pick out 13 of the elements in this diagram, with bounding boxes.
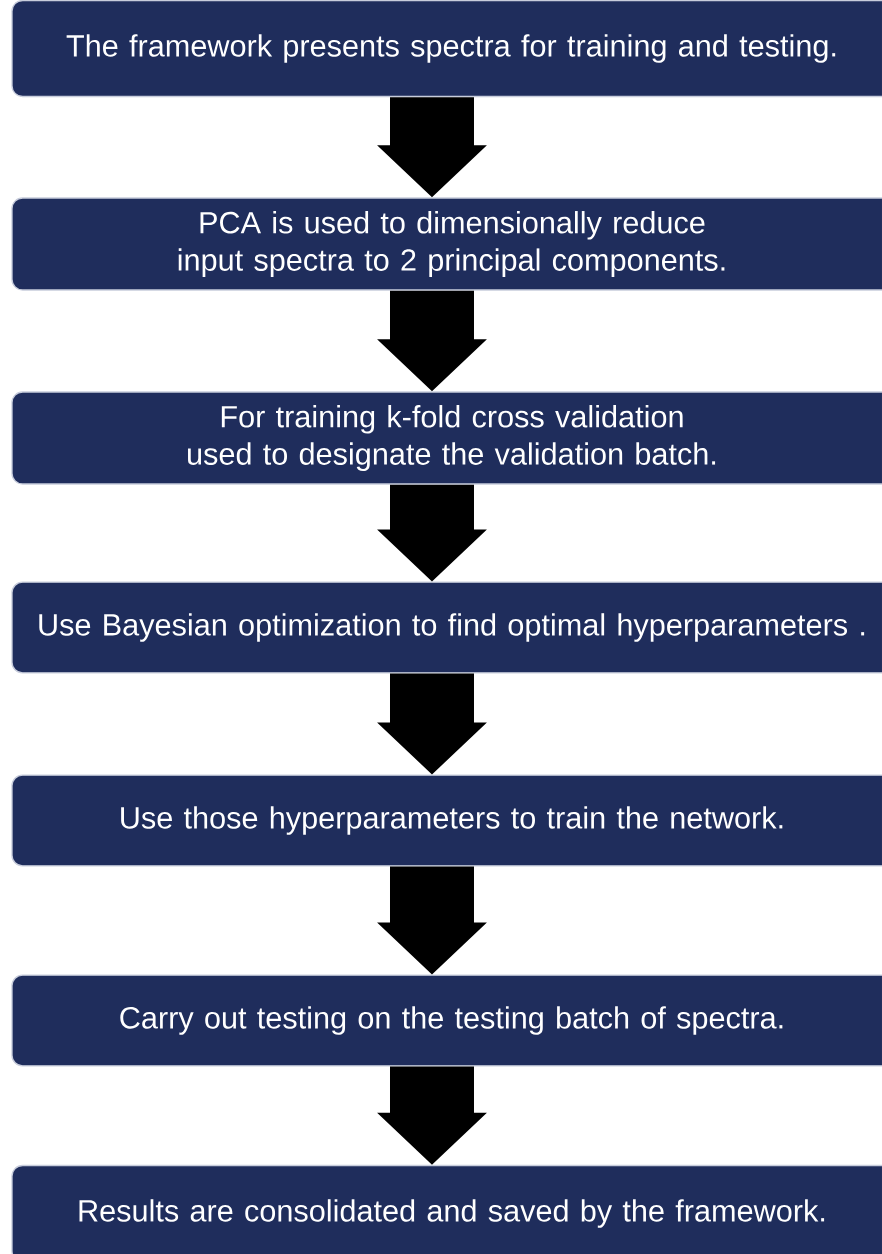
arrow xyxy=(377,290,487,392)
process-box: Use Bayesian optimization to find optimal hyperparameters . xyxy=(11,581,882,674)
arrow xyxy=(377,97,487,198)
process-box: The framework presents spectra for training and testing. xyxy=(11,0,882,98)
arrow xyxy=(377,1066,487,1165)
process-box: For training k-fold cross validation used to designate the validation batch. xyxy=(11,391,882,485)
process-box: Carry out testing on the testing batch of spectra. xyxy=(11,974,882,1067)
arrow xyxy=(377,866,487,975)
process-box: PCA is used to dimensionally reduce input spectra to 2 principal components. xyxy=(11,197,882,291)
arrow xyxy=(377,484,487,582)
process-box: Use those hyperparameters to train the network. xyxy=(11,774,882,867)
process-box: Results are consolidated and saved by the framework. xyxy=(11,1164,882,1254)
arrow xyxy=(377,673,487,775)
